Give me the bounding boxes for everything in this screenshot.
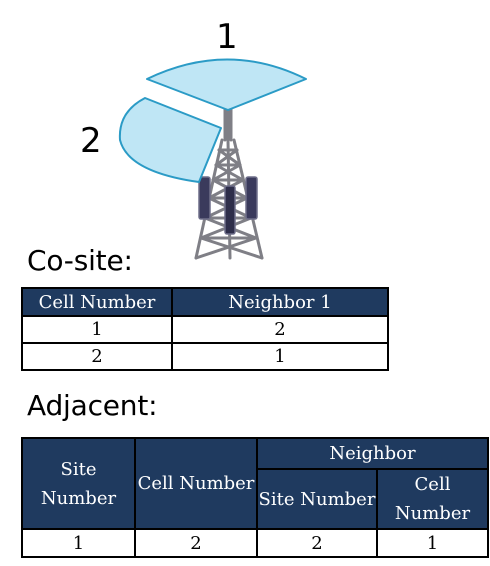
adjacent-header-row-2: Site Number Cell Number <box>22 468 489 530</box>
table-cell: 1 <box>21 315 173 344</box>
table-row: 1 2 <box>21 315 389 344</box>
adjacent-sub-cell-number: Cell Number <box>376 468 489 530</box>
table-cell: 2 <box>256 528 378 558</box>
adjacent-heading: Adjacent: <box>27 389 158 422</box>
cosite-heading: Co-site: <box>27 244 133 277</box>
adjacent-sub-site-number: Site Number <box>256 468 378 530</box>
table-cell: 2 <box>171 315 389 344</box>
table-cell: 1 <box>21 528 136 558</box>
cell-tower-diagram <box>118 58 307 260</box>
cosite-col-neighbor-1: Neighbor 1 <box>171 287 389 317</box>
table-cell: 2 <box>21 342 173 371</box>
sector-1-label: 1 <box>216 17 238 57</box>
table-cell: 1 <box>171 342 389 371</box>
cosite-table: Cell Number Neighbor 1 1 2 2 1 <box>21 287 389 371</box>
cosite-header-row: Cell Number Neighbor 1 <box>21 287 389 317</box>
table-row: 1 2 2 1 <box>21 528 489 558</box>
cosite-col-cell-number: Cell Number <box>21 287 173 317</box>
sector-2-coverage <box>118 97 222 183</box>
table-cell: 1 <box>376 528 489 558</box>
adjacent-group-neighbor: Neighbor <box>256 437 489 470</box>
adjacent-table: Site Number Cell Number Neighbor Site Nu… <box>21 437 489 558</box>
adjacent-header-row-1: Site Number Cell Number Neighbor <box>21 437 489 530</box>
antenna-panels <box>198 176 258 235</box>
table-row: 2 1 <box>21 342 389 371</box>
adjacent-col-site-number: Site Number <box>21 437 136 530</box>
adjacent-col-cell-number: Cell Number <box>134 437 258 530</box>
table-cell: 2 <box>134 528 258 558</box>
sector-2-label: 2 <box>80 121 102 161</box>
sector-1-coverage <box>146 58 307 111</box>
